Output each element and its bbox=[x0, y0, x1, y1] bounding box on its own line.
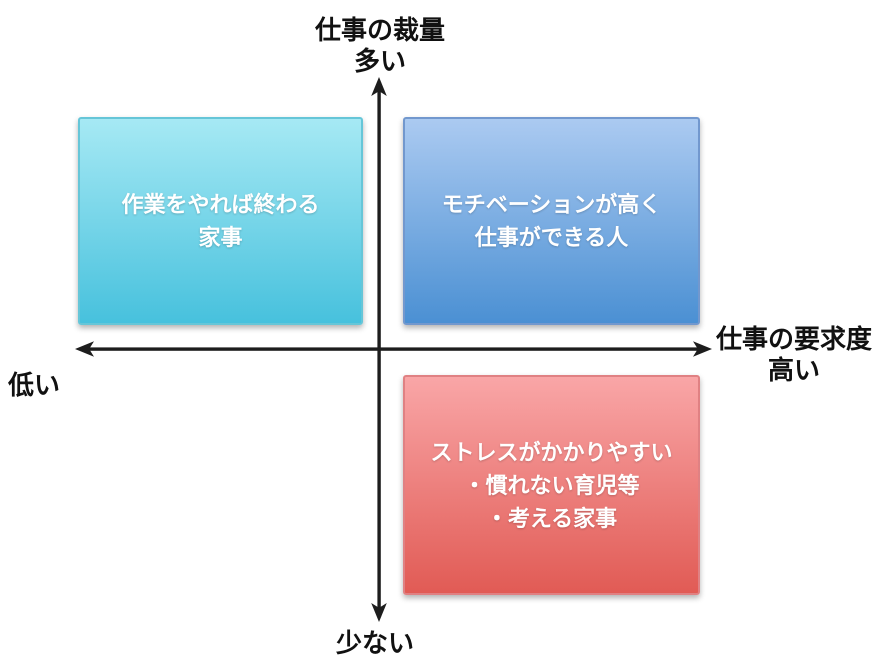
x-axis-left-label: 低い bbox=[8, 370, 148, 401]
quadrant-text-line: ・慣れない育児等 bbox=[463, 472, 640, 498]
y-axis-title: 仕事の裁量 bbox=[314, 15, 445, 45]
quadrant-box-top-left: 作業をやれば終わる 家事 bbox=[78, 117, 363, 325]
x-axis-max-label: 高い bbox=[767, 355, 820, 385]
quadrant-text-line: モチベーションが高く bbox=[441, 192, 662, 217]
quadrant-text-line: 作業をやれば終わる bbox=[121, 192, 320, 217]
arrow-right-icon bbox=[693, 341, 712, 357]
x-axis-min-label: 低い bbox=[8, 370, 61, 400]
x-axis-line bbox=[88, 347, 699, 351]
arrow-down-icon bbox=[371, 603, 387, 622]
quadrant-text-line: ・考える家事 bbox=[485, 505, 618, 531]
y-axis-min-label: 少ない bbox=[335, 628, 414, 658]
arrow-left-icon bbox=[75, 341, 94, 357]
arrow-up-icon bbox=[371, 77, 387, 96]
x-axis-title: 仕事の要求度 bbox=[715, 324, 872, 354]
quadrant-text-line: ストレスがかかりやすい bbox=[430, 439, 673, 465]
y-axis-top-label: 仕事の裁量 多い bbox=[270, 15, 490, 77]
quadrant-box-top-right: モチベーションが高く 仕事ができる人 bbox=[403, 117, 700, 325]
y-axis-max-label: 多い bbox=[353, 46, 406, 76]
quadrant-box-bottom-right: ストレスがかかりやすい ・慣れない育児等 ・考える家事 bbox=[403, 375, 700, 595]
y-axis-bottom-label: 少ない bbox=[275, 628, 475, 659]
quadrant-text-line: 家事 bbox=[198, 225, 243, 250]
axis-lines bbox=[75, 77, 712, 622]
x-axis-right-label: 仕事の要求度 高い bbox=[710, 324, 878, 386]
quadrant-text-line: 仕事ができる人 bbox=[474, 225, 629, 250]
